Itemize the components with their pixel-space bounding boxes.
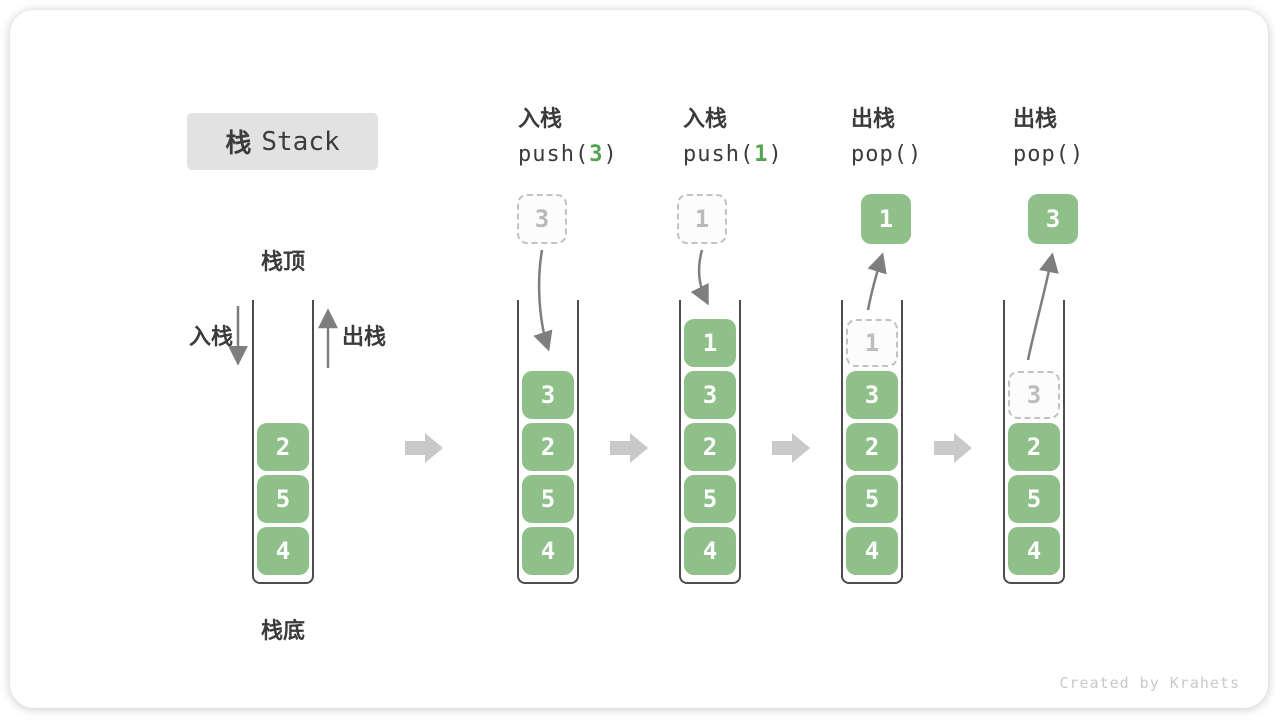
- stack-block: 4: [257, 527, 309, 575]
- operation-header-push3: 入栈 push(3): [518, 106, 668, 169]
- operation-label: 出栈: [1013, 107, 1058, 132]
- operation-code: push(3): [518, 142, 618, 167]
- stack-block: 2: [522, 423, 574, 471]
- ghost-block: 1: [846, 319, 898, 367]
- stack-block: 3: [522, 371, 574, 419]
- ghost-block: 3: [1008, 371, 1060, 419]
- stack-container-5: [1003, 300, 1065, 584]
- stack-block: 5: [684, 475, 736, 523]
- operation-code: push(1): [683, 142, 783, 167]
- operation-code: pop(): [1013, 142, 1085, 167]
- stack-block: 2: [846, 423, 898, 471]
- pop-side-label: 出栈: [342, 325, 387, 350]
- popped-value-box: 1: [861, 194, 911, 244]
- watermark: Created by Krahets: [1059, 674, 1240, 692]
- stack-block: 4: [522, 527, 574, 575]
- operation-header-pop2: 出栈 pop(): [1013, 106, 1163, 169]
- incoming-value-box: 3: [517, 194, 567, 244]
- stack-container-4: [841, 300, 903, 584]
- stack-block: 5: [846, 475, 898, 523]
- stack-block: 2: [684, 423, 736, 471]
- stack-block: 2: [257, 423, 309, 471]
- stack-bottom-label: 栈底: [260, 619, 305, 644]
- stack-block: 5: [257, 475, 309, 523]
- stack-container-1: [252, 300, 314, 584]
- stack-block: 5: [1008, 475, 1060, 523]
- title-en: Stack: [261, 126, 340, 157]
- operation-header-pop1: 出栈 pop(): [851, 106, 1001, 169]
- title-badge: 栈 Stack: [187, 113, 378, 170]
- operation-label: 入栈: [683, 107, 728, 132]
- stack-block: 5: [522, 475, 574, 523]
- stack-block: 4: [684, 527, 736, 575]
- popped-value-box: 3: [1028, 194, 1078, 244]
- operation-label: 出栈: [851, 107, 896, 132]
- stack-block: 2: [1008, 423, 1060, 471]
- operation-header-push1: 入栈 push(1): [683, 106, 833, 169]
- incoming-value-box: 1: [677, 194, 727, 244]
- push-side-label: 入栈: [188, 325, 233, 350]
- stack-block: 4: [1008, 527, 1060, 575]
- stack-block: 3: [846, 371, 898, 419]
- stack-block: 3: [684, 371, 736, 419]
- stack-block: 1: [684, 319, 736, 367]
- title-zh: 栈: [225, 129, 252, 159]
- stack-container-2: [517, 300, 579, 584]
- stack-container-3: [679, 300, 741, 584]
- operation-code: pop(): [851, 142, 923, 167]
- stack-top-label: 栈顶: [260, 250, 305, 275]
- operation-label: 入栈: [518, 107, 563, 132]
- stack-block: 4: [846, 527, 898, 575]
